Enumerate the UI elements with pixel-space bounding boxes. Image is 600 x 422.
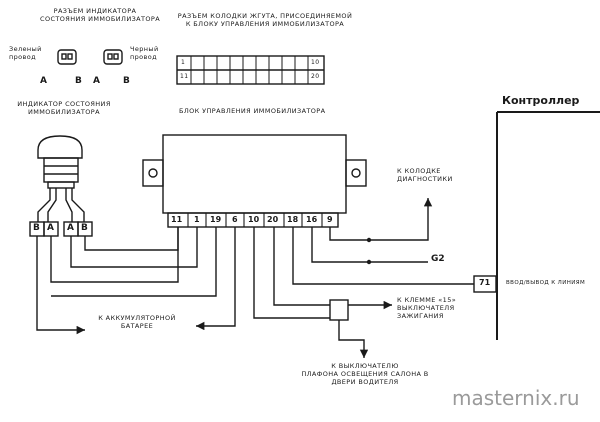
watermark: masternix.ru (452, 386, 580, 410)
wire-pin-18 (292, 227, 474, 285)
ecu-box (142, 134, 367, 214)
ecu-pin-1: 1 (194, 215, 200, 224)
wire-pin-19 (51, 227, 217, 297)
ignition-label: К КЛЕММЕ «15» ВЫКЛЮЧАТЕЛЯ ЗАЖИГАНИЯ (397, 296, 457, 320)
battery-label: К АККУМУЛЯТОРНОЙ БАТАРЕЕ (98, 314, 176, 330)
controller-pin-71: 71 (479, 278, 491, 287)
green-wire-label: Зеленый провод (9, 45, 42, 61)
indicator-connector-black (103, 49, 123, 65)
diag-connector-label: К КОЛОДКЕ ДИАГНОСТИКИ (397, 167, 453, 183)
junction-dots (366, 237, 372, 265)
wire-battery (36, 236, 85, 335)
wire-door-switch (338, 320, 369, 358)
letter-a-green: A (40, 76, 47, 86)
ecu-pin-19: 19 (210, 215, 222, 224)
indicator-lamp-icon (37, 135, 83, 189)
ecu-pin-9: 9 (327, 215, 333, 224)
harness-pin-10: 10 (311, 59, 320, 66)
ecu-pin-18: 18 (287, 215, 299, 224)
wire-pin-1 (70, 227, 198, 268)
wire-pin-16 (311, 227, 428, 263)
controller-title: Контроллер (502, 94, 580, 107)
wire-pin-6 (196, 227, 236, 331)
harness-connector-icon (176, 55, 325, 85)
harness-connector-title: РАЗЪЕМ КОЛОДКИ ЖГУТА, ПРИСОЕДИНЯЕМОЙ К Б… (177, 12, 353, 28)
harness-pin-20: 20 (311, 73, 320, 80)
wire-pin-10 (253, 227, 330, 319)
wire-pin-20 (273, 227, 330, 306)
indicator-pin-a1: A (47, 223, 54, 233)
ecu-pin-20: 20 (267, 215, 279, 224)
letter-b-black: B (123, 76, 130, 86)
ecu-pin-11: 11 (171, 215, 183, 224)
g2-label: G2 (431, 254, 445, 264)
wire-pin-9 (329, 198, 433, 241)
ecu-pin-16: 16 (306, 215, 318, 224)
indicator-connector-green (57, 49, 77, 65)
black-wire-label: Черный провод (130, 45, 159, 61)
harness-pin-1: 1 (181, 59, 186, 66)
ecu-pin-6: 6 (232, 215, 238, 224)
wire-pin-11b (84, 227, 179, 251)
ecu-title: БЛОК УПРАВЛЕНИЯ ИММОБИЛИЗАТОРА (179, 107, 326, 115)
ecu-pin-strip (167, 212, 339, 228)
indicator-title: ИНДИКАТОР СОСТОЯНИЯ ИММОБИЛИЗАТОРА (17, 100, 111, 116)
indicator-pin-a2: A (67, 223, 74, 233)
indicator-connector-title: РАЗЪЕМ ИНДИКАТОРА СОСТОЯНИЯ ИММОБИЛИЗАТО… (40, 7, 161, 23)
door-switch-label: К ВЫКЛЮЧАТЕЛЮ ПЛАФОНА ОСВЕЩЕНИЯ САЛОНА В… (301, 362, 429, 386)
fuse-block-icon (329, 299, 349, 321)
indicator-pin-b2: B (81, 223, 88, 233)
input-output-line-label: ВВОД/ВЫВОД К ЛИНИЯМ (506, 280, 586, 286)
harness-pin-11: 11 (180, 73, 189, 80)
ecu-pin-10: 10 (248, 215, 260, 224)
indicator-pin-b1: B (33, 223, 40, 233)
wire-pin-11 (50, 227, 179, 283)
letter-a-black: A (93, 76, 100, 86)
letter-b-green: B (75, 76, 82, 86)
